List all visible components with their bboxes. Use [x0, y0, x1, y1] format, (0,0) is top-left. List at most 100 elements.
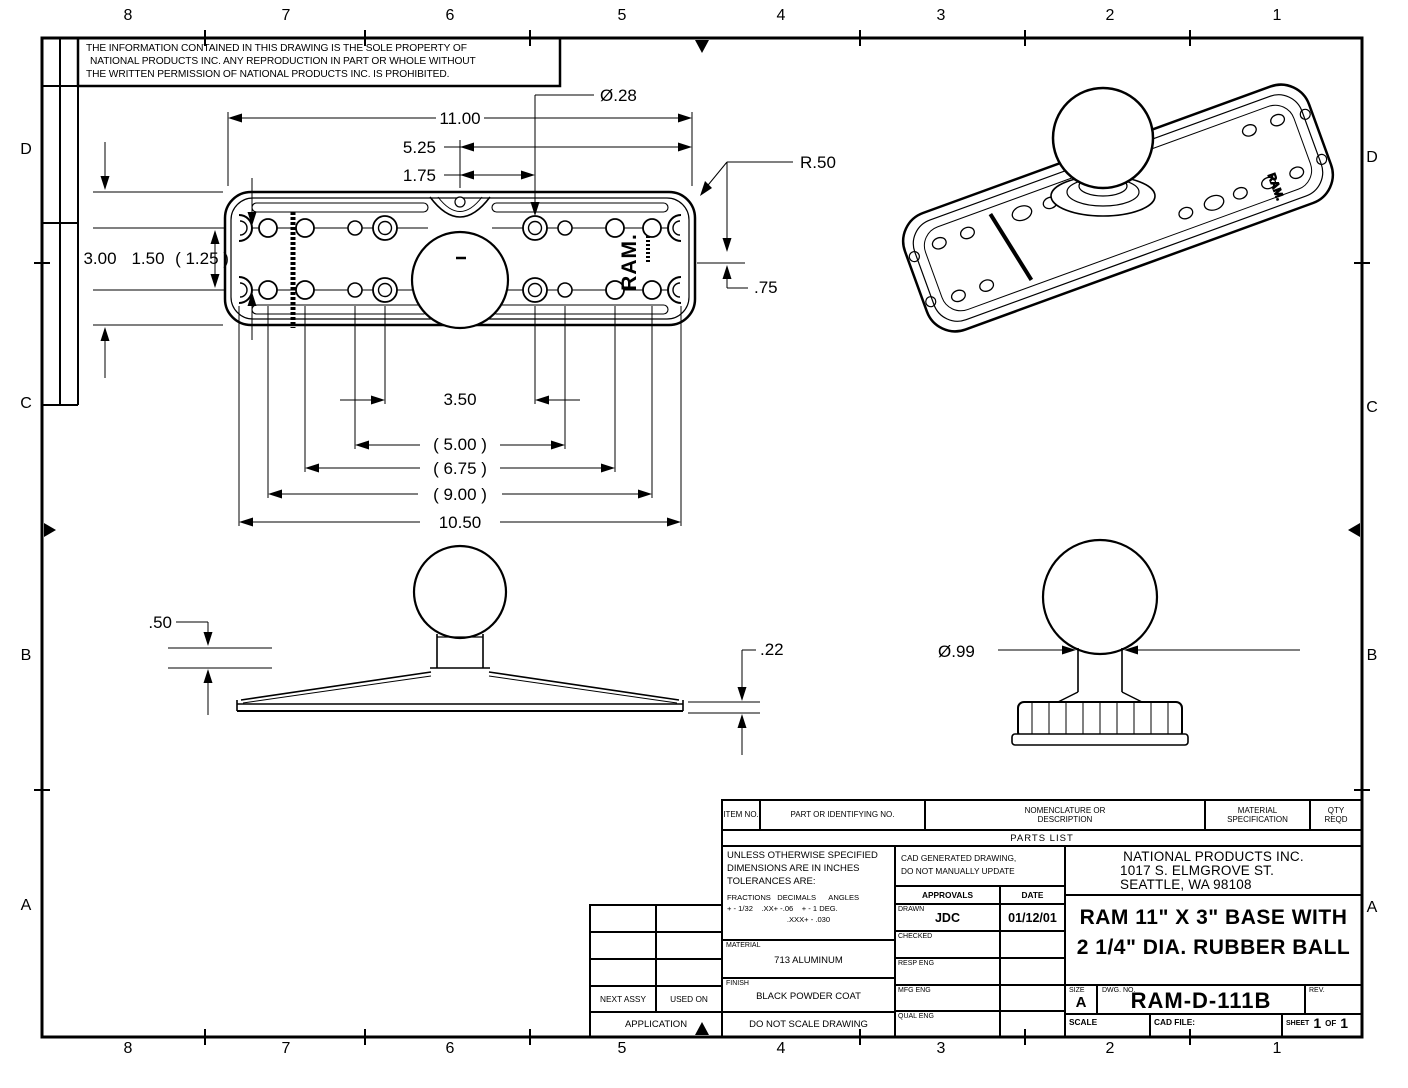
dim-900: ( 9.00 ) [433, 485, 487, 504]
zone-col-bottom-5: 5 [617, 1040, 627, 1057]
zone-row-left-b: B [20, 647, 32, 664]
dim-175: 1.75 [403, 166, 436, 185]
dim-125-arrow [210, 230, 220, 288]
parts-col-qty: QTY REQD [1324, 805, 1348, 824]
checked-label: CHECKED [898, 933, 933, 940]
parts-col-material: MATERIAL SPECIFICATION [1227, 805, 1288, 824]
zone-row-left-c: C [20, 395, 32, 412]
dim-slotrow-125: ( 1.25 ) [175, 249, 229, 268]
zone-row-right-d: D [1366, 149, 1378, 166]
rev-label: REV. [1309, 987, 1325, 994]
zone-col-bottom-4: 4 [776, 1040, 786, 1057]
approvals-header: APPROVALS [921, 890, 974, 900]
drawing-title-line-1: RAM 11" X 3" BASE WITH [1079, 906, 1348, 929]
side-view-dimensions [168, 621, 760, 755]
front-view [93, 190, 745, 330]
ram-logo-iso: RAM. [1265, 172, 1286, 203]
sheet-total: 1 [1340, 1015, 1349, 1031]
notice-box-frame [76, 36, 562, 88]
material-value: 713 ALUMINUM [774, 954, 843, 966]
dim-350: 3.50 [443, 390, 476, 409]
zone-col-top-1: 1 [1272, 7, 1282, 24]
property-notice: THE INFORMATION CONTAINED IN THIS DRAWIN… [86, 42, 476, 81]
dwg-no-label: DWG. NO. [1102, 987, 1136, 994]
zone-col-top-7: 7 [281, 7, 291, 24]
dim-thickness-22: .22 [760, 640, 784, 659]
front-view-dimensions [100, 94, 793, 378]
finish-value: BLACK POWDER COAT [756, 990, 861, 1002]
tol-line-5: + - 1/32 .XX+ -.06 + - 1 DEG. [727, 904, 838, 913]
front-bottom-dimensions [238, 306, 682, 527]
center-mark-arrow-right [1348, 523, 1360, 537]
tol-line-3: TOLERANCES ARE: [727, 876, 816, 887]
ball-detail-dimension [998, 645, 1300, 655]
dim-525: 5.25 [403, 138, 436, 157]
drawn-name: JDC [934, 911, 960, 925]
zone-row-right-b: B [1366, 647, 1378, 664]
resp-eng-label: RESP ENG [898, 960, 935, 967]
cad-file-label: CAD FILE: [1154, 1017, 1196, 1027]
zone-col-top-5: 5 [617, 7, 627, 24]
used-on-label: USED ON [670, 994, 708, 1004]
dim-dia-28: Ø.28 [600, 86, 637, 105]
isometric-view: RAM. [901, 83, 1335, 333]
mfg-eng-label: MFG ENG [898, 987, 931, 994]
tol-line-1: UNLESS OTHERWISE SPECIFIED [727, 850, 878, 861]
dim-1050: 10.50 [439, 513, 482, 532]
do-not-scale-note: DO NOT SCALE DRAWING [749, 1019, 868, 1030]
rubber-ball-iso [1051, 86, 1155, 190]
tol-line-6: .XXX+ - .030 [786, 915, 831, 924]
zone-col-top-4: 4 [776, 7, 786, 24]
zone-col-bottom-2: 2 [1105, 1040, 1115, 1057]
dim-boss-50: .50 [148, 613, 172, 632]
drawing-title-line-2: 2 1/4" DIA. RUBBER BALL [1076, 936, 1351, 959]
tol-line-4: FRACTIONS DECIMALS ANGLES [727, 893, 860, 902]
dim-rad-50: R.50 [800, 153, 836, 172]
zone-col-top-6: 6 [445, 7, 455, 24]
revision-strip [42, 38, 79, 406]
zone-col-bottom-8: 8 [123, 1040, 133, 1057]
zone-row-right-c: C [1366, 399, 1378, 416]
center-mark-arrow-left [44, 523, 56, 537]
company-street: 1017 S. ELMGROVE ST. [1120, 863, 1275, 878]
dim-height-300: 3.00 [83, 249, 116, 268]
cad-note-line-2: DO NOT MANUALLY UPDATE [901, 866, 1015, 876]
company-name: NATIONAL PRODUCTS INC. [1123, 849, 1304, 864]
parts-col-part-no: PART OR IDENTIFYING NO. [790, 810, 895, 820]
date-header: DATE [1021, 890, 1044, 900]
notice-line-1: THE INFORMATION CONTAINED IN THIS DRAWIN… [86, 43, 467, 54]
zone-col-bottom-7: 7 [281, 1040, 291, 1057]
finish-label: FINISH [726, 980, 749, 987]
drawn-label: DRAWN [898, 906, 925, 913]
sheet-label: SHEET [1286, 1019, 1310, 1027]
company-city: SEATTLE, WA 98108 [1120, 877, 1252, 892]
zone-row-left-d: D [20, 141, 32, 158]
sheet-number: 1 [1313, 1015, 1322, 1031]
scale-label: SCALE [1069, 1017, 1098, 1027]
center-mark-arrow-top [695, 40, 709, 53]
rubber-ball-side [412, 544, 508, 640]
zone-col-bottom-6: 6 [445, 1040, 455, 1057]
application-label: APPLICATION [624, 1019, 688, 1030]
dwg-no-value: RAM-D-111B [1130, 987, 1272, 1013]
zone-col-bottom-3: 3 [936, 1040, 946, 1057]
notice-line-2: NATIONAL PRODUCTS INC. ANY REPRODUCTION … [90, 56, 476, 68]
size-label: SIZE [1069, 987, 1085, 994]
next-assy-label: NEXT ASSY [600, 994, 646, 1004]
ram-logo-front: RAM. [618, 233, 641, 291]
drawn-date: 01/12/01 [1008, 911, 1057, 925]
zone-col-bottom-1: 1 [1272, 1040, 1282, 1057]
rubber-ball-front [410, 230, 510, 330]
center-mark-arrow-bottom [695, 1022, 709, 1035]
zone-row-left-a: A [20, 897, 32, 914]
size-value: A [1075, 993, 1087, 1011]
dim-off-75: .75 [754, 278, 778, 297]
parts-col-nomenclature: NOMENCLATURE OR DESCRIPTION [1024, 805, 1106, 824]
zone-col-top-8: 8 [123, 7, 133, 24]
cad-note-line-1: CAD GENERATED DRAWING, [901, 853, 1017, 863]
sheet-info: SHEET 1 OF 1 [1286, 1015, 1362, 1031]
side-view [236, 544, 684, 712]
tol-line-2: DIMENSIONS ARE IN INCHES [727, 863, 860, 874]
